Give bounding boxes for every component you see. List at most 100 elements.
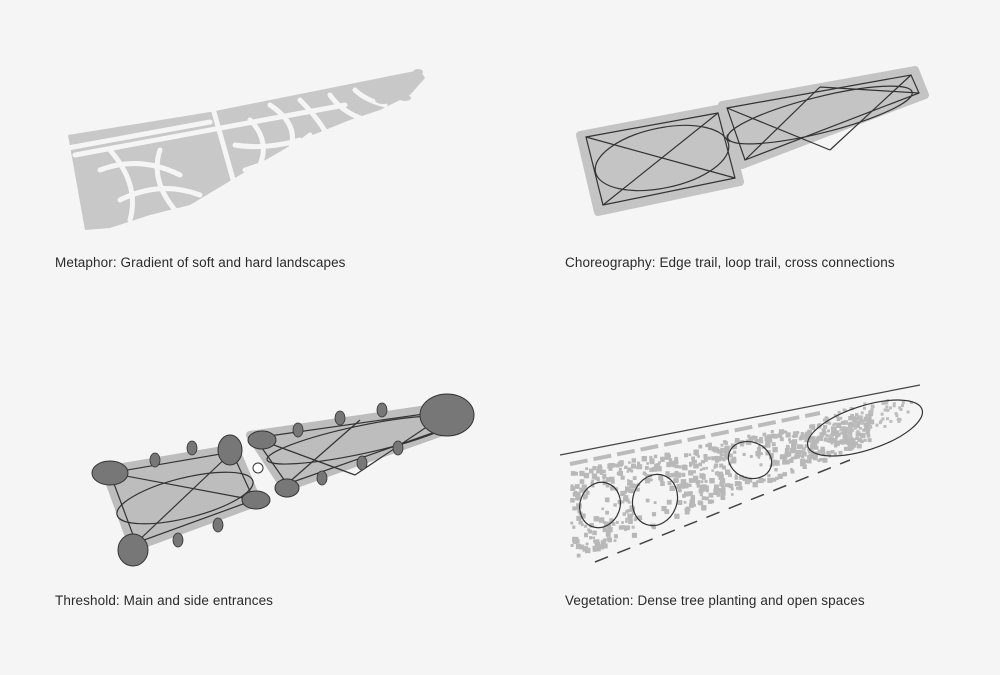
tree-dot (823, 417, 827, 421)
tree-dot (615, 520, 619, 524)
tree-dot (631, 525, 635, 529)
tree-dot (785, 432, 791, 438)
tree-dot (580, 523, 584, 527)
tree-dot (596, 466, 603, 472)
tree-dot (674, 513, 680, 519)
tree-dot (734, 438, 740, 443)
tree-dot (821, 428, 826, 433)
tree-dot (820, 446, 825, 452)
tree-dot (828, 434, 832, 438)
tree-dot (693, 503, 696, 507)
tree-dot (618, 525, 623, 530)
tree-dot (666, 461, 672, 468)
tree-dot (866, 419, 871, 424)
tree-dot (724, 483, 729, 487)
tree-dot (721, 486, 726, 491)
tree-dot (673, 459, 679, 465)
tree-dot (700, 480, 704, 484)
tree-dot (802, 447, 806, 451)
tree-dot (802, 451, 806, 455)
tree-dot (767, 473, 771, 478)
left-loop-trail (116, 471, 254, 525)
tree-dot (688, 470, 694, 476)
tree-dot (779, 437, 784, 442)
tree-dot (576, 515, 582, 521)
tree-dot (658, 475, 664, 481)
tree-dot (909, 401, 913, 405)
tree-dot (853, 444, 857, 448)
tree-dot (624, 528, 627, 532)
connector-node (252, 462, 264, 474)
tree-dot (865, 423, 871, 429)
choreography-panel (500, 0, 1000, 300)
tree-dot (879, 419, 883, 423)
tree-dot (895, 414, 899, 418)
tree-dot (688, 453, 692, 456)
tree-dot (591, 479, 594, 483)
tree-dot (684, 453, 689, 458)
tree-dot (849, 421, 853, 426)
tree-dot (782, 459, 786, 464)
tree-dot (790, 447, 797, 454)
tree-dot (592, 466, 597, 471)
tree-dot (724, 450, 730, 457)
tree-dot (728, 483, 734, 489)
tree-dot (827, 429, 830, 433)
tree-dot (804, 437, 809, 442)
tree-dot (592, 530, 597, 536)
tree-dot (651, 525, 655, 529)
tree-dot (767, 477, 773, 483)
tree-dot (858, 438, 862, 442)
tree-dot (695, 481, 699, 485)
tree-dot (759, 436, 763, 441)
tree-dot (772, 446, 777, 452)
tree-dot (693, 449, 699, 455)
side-entrance (392, 440, 404, 456)
metaphor-panel (0, 0, 500, 300)
tree-dot (773, 434, 778, 439)
tree-dot (848, 425, 852, 429)
metaphor-caption: Metaphor: Gradient of soft and hard land… (55, 255, 346, 270)
tree-dot (860, 432, 866, 439)
tree-dot (855, 413, 859, 417)
tree-dot (608, 463, 614, 469)
tree-dot (579, 544, 585, 550)
tree-dot (775, 476, 779, 481)
side-entrance (149, 452, 161, 468)
tree-dot (751, 435, 756, 440)
tree-dot (758, 477, 764, 484)
tree-dot (717, 488, 723, 493)
vegetation-caption: Vegetation: Dense tree planting and open… (565, 593, 865, 608)
tree-dot (609, 476, 615, 482)
tree-dot (843, 409, 847, 412)
tree-dot (796, 444, 802, 449)
tree-dot (631, 532, 637, 538)
tree-dot (701, 460, 704, 463)
tree-dot (889, 406, 892, 410)
tree-dot (785, 444, 790, 449)
tree-dot (842, 434, 848, 439)
tree-dot (853, 423, 857, 427)
tree-dot (788, 440, 793, 444)
tree-dot (756, 447, 761, 452)
tree-dot (667, 454, 671, 458)
tree-dot (592, 547, 597, 552)
tree-dot (730, 493, 734, 496)
tree-dot (843, 426, 847, 430)
open-space (631, 473, 679, 527)
tree-dot (624, 465, 628, 470)
tree-dot (674, 464, 679, 469)
tree-dot (804, 444, 809, 448)
tree-dot (688, 483, 692, 488)
tree-dot (793, 455, 797, 460)
tree-dot (892, 402, 896, 406)
tree-dot (598, 517, 605, 523)
tree-dot (765, 443, 770, 447)
tree-dot (697, 500, 702, 505)
tree-dot (808, 454, 814, 459)
tree-dot (849, 406, 853, 410)
tree-dot (623, 495, 629, 500)
tree-dot (594, 541, 601, 547)
side-entrance (356, 455, 368, 471)
tree-dot (797, 449, 803, 455)
